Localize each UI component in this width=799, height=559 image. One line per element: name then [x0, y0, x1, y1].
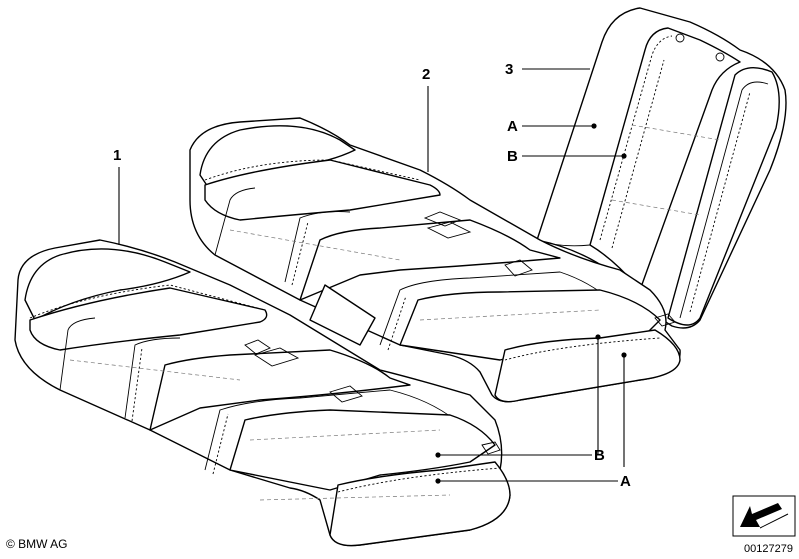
callout-leaders [118, 68, 627, 484]
callout-backrest-a: A [507, 118, 518, 135]
diagram-number: 00127279 [744, 543, 793, 555]
callout-right-b: B [594, 447, 605, 464]
callout-part-2: 2 [422, 66, 430, 83]
arrow-icon[interactable] [732, 495, 796, 537]
callout-backrest-b: B [507, 148, 518, 165]
cushion-part-2 [189, 117, 681, 403]
cushion-part-1 [14, 239, 511, 547]
callout-right-a: A [620, 473, 631, 490]
callout-part-1: 1 [113, 147, 121, 164]
callout-part-3: 3 [505, 61, 513, 78]
backrest-part-3 [536, 7, 787, 329]
copyright-text: © BMW AG [6, 537, 68, 551]
